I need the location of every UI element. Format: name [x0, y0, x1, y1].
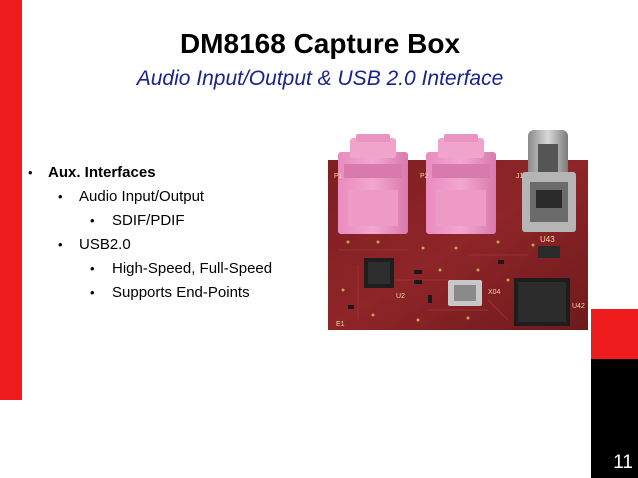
label-e1: E1	[336, 321, 345, 328]
pcb-photo-illustration: P1 P2 J1 U43	[328, 130, 588, 330]
label-j1: J1	[516, 173, 524, 180]
bullet-text: Supports End-Points	[112, 284, 250, 301]
svg-text:X04: X04	[488, 289, 501, 296]
pcb-photo: P1 P2 J1 U43	[328, 130, 588, 330]
right-red-block	[591, 309, 638, 359]
page-number: 11	[613, 452, 633, 473]
audio-jack-right: P2	[420, 134, 496, 234]
label-u43: U43	[540, 235, 555, 244]
audio-jack-left: P1	[334, 134, 408, 234]
bullet-list: • Aux. Interfaces • Audio Input/Output •…	[28, 162, 328, 306]
left-accent-bar	[0, 0, 22, 400]
usb-connector: J1	[516, 130, 576, 232]
bullet-text: Audio Input/Output	[79, 188, 205, 205]
chip-u42: U42	[514, 278, 585, 326]
crystal-x04: X04	[448, 280, 501, 306]
bullet-dot: •	[90, 285, 95, 300]
label-p1: P1	[334, 173, 343, 180]
bullet-dot: •	[90, 261, 95, 276]
bullet-text: SDIF/PDIF	[112, 212, 185, 229]
bullet-end-points: • Supports End-Points	[28, 282, 328, 306]
chip-u2: U2	[364, 258, 405, 300]
slide-title: DM8168 Capture Box	[179, 28, 461, 59]
bullet-dot: •	[58, 189, 63, 204]
slide-subtitle: Audio Input/Output & USB 2.0 Interface	[136, 67, 504, 90]
bullet-sdif-pdif: • SDIF/PDIF	[28, 210, 328, 234]
bullet-dot: •	[90, 213, 95, 228]
bullet-audio-io: • Audio Input/Output	[28, 186, 328, 210]
bullet-usb2: • USB2.0	[28, 234, 328, 258]
bullet-dot: •	[28, 165, 33, 180]
bullet-text: Aux. Interfaces	[48, 164, 156, 181]
svg-text:U2: U2	[396, 293, 405, 300]
bullet-text: USB2.0	[79, 236, 131, 253]
bullet-aux-interfaces: • Aux. Interfaces	[28, 162, 328, 186]
label-p2: P2	[420, 173, 429, 180]
svg-text:U42: U42	[572, 303, 585, 310]
bullet-text: High-Speed, Full-Speed	[112, 260, 273, 277]
chip-u43	[538, 246, 560, 258]
right-black-block	[591, 359, 638, 478]
bullet-dot: •	[58, 237, 63, 252]
bullet-high-full-speed: • High-Speed, Full-Speed	[28, 258, 328, 282]
